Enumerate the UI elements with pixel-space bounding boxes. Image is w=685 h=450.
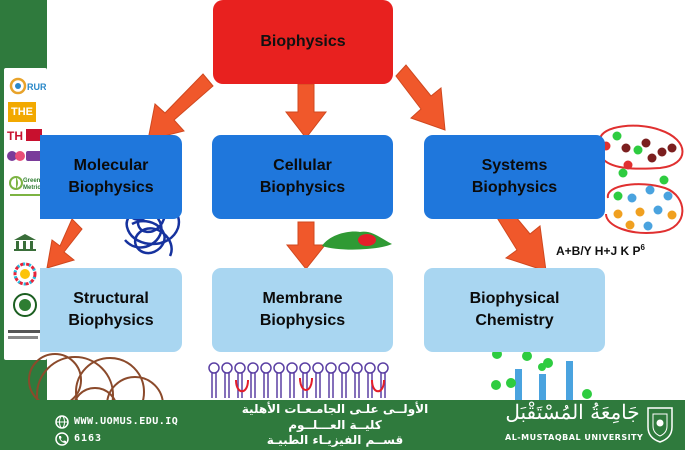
svg-text:Green: Green: [23, 178, 41, 184]
arabic-line-2: كليــة العـــلــوم: [288, 418, 382, 432]
rankings-logo: [6, 148, 46, 164]
seal-logo: [10, 292, 40, 320]
arabic-line-3: قســم الفيزيـاء الطبيـة: [266, 433, 404, 447]
chemistry-illustration: [491, 349, 592, 401]
arrow-root-to-cellular: [284, 83, 328, 139]
lipid-head: [234, 362, 246, 374]
systems-equation: A+B/Y H+J K P6: [556, 243, 645, 258]
arrow-root-to-molecular: [147, 73, 214, 141]
lipid-head: [364, 362, 376, 374]
phone-icon: [55, 432, 69, 446]
systems-box: Systems Biophysics: [424, 135, 605, 219]
lipid-head: [260, 362, 272, 374]
lipid-head: [221, 362, 233, 374]
the-logo-text: THE: [11, 106, 33, 118]
molecular-label: Molecular Biophysics: [68, 157, 154, 196]
lipid-head: [377, 362, 389, 374]
systems-particles: [599, 124, 684, 234]
structural-label: Structural Biophysics: [68, 290, 154, 329]
university-name-english: AL-MUSTAQBAL UNIVERSITY: [505, 433, 644, 442]
th-text: TH: [7, 129, 23, 143]
green-metric-graphic: Green Metric: [9, 176, 42, 196]
chemistry-label: Biophysical Chemistry: [469, 290, 560, 329]
cellular-box: Cellular Biophysics: [212, 135, 393, 219]
globe-icon: [55, 415, 69, 429]
rur-logo-graphic: RUR: [9, 77, 46, 95]
cellular-label: Cellular Biophysics: [259, 157, 346, 196]
th-logo: TH: [6, 127, 44, 143]
th-logo-graphic: TH: [7, 129, 42, 143]
lipid-head: [325, 362, 337, 374]
university-name-arabic: جَامِعَةُ المُسْتَقْبَل: [505, 400, 640, 424]
equation-text: A+B/Y H+J K P: [556, 244, 641, 258]
arabic-line-1: الأولــى علـى الجامـعـات الأهلية: [241, 402, 429, 416]
phone-number: 6163: [74, 433, 103, 444]
lipid-head: [286, 362, 298, 374]
university-crest-icon: [647, 407, 673, 443]
molecular-box: Molecular Biophysics: [40, 135, 182, 219]
lipid-head: [273, 362, 285, 374]
sdg-wheel-icon: [13, 262, 37, 286]
arrow-root-to-systems: [395, 64, 446, 131]
membrane-label: Membrane Biophysics: [259, 290, 346, 329]
lipid-head: [208, 362, 220, 374]
rur-logo: RUR: [6, 76, 46, 96]
building-logo: [12, 232, 38, 252]
arrow-cellular-to-membrane: [285, 221, 327, 270]
chemistry-box: Biophysical Chemistry: [424, 268, 605, 352]
universities-logo: [6, 326, 46, 344]
green-metric-logo: Green Metric: [8, 172, 44, 202]
root-box: Biophysics: [213, 0, 393, 84]
svg-text:Metric: Metric: [23, 185, 41, 191]
sdg-logo: [12, 262, 38, 286]
systems-label: Systems Biophysics: [471, 157, 558, 196]
lipid-head: [312, 362, 324, 374]
the-logo: THE: [8, 102, 36, 122]
structural-box: Structural Biophysics: [40, 268, 182, 352]
lipid-bilayer: [208, 362, 389, 398]
lipid-head: [351, 362, 363, 374]
sidebar: RUR THE TH Green Metric: [0, 0, 47, 400]
lipid-head: [247, 362, 259, 374]
website-link[interactable]: WWW.UOMUS.EDU.IQ: [74, 416, 179, 427]
root-label: Biophysics: [260, 33, 346, 50]
membrane-box: Membrane Biophysics: [212, 268, 393, 352]
building-icon: [14, 234, 36, 251]
rur-text: RUR: [27, 82, 46, 92]
cell-illustration: [322, 231, 392, 250]
lipid-head: [338, 362, 350, 374]
arrow-molecular-to-structural: [46, 218, 83, 269]
equation-superscript: 6: [640, 243, 645, 252]
universities-logo-graphic: [8, 330, 44, 339]
seal-icon: [13, 293, 37, 317]
footer: WWW.UOMUS.EDU.IQ 6163 الأولــى علـى الجا…: [0, 400, 685, 450]
lipid-head: [299, 362, 311, 374]
